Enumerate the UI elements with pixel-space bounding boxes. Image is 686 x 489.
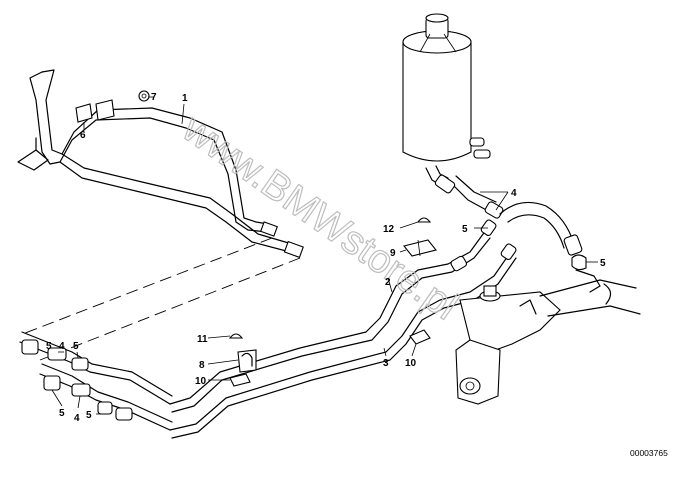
callout-7: 7 <box>151 92 157 103</box>
bracket-10-icon <box>409 329 431 345</box>
bracket-6-icon <box>75 103 93 128</box>
bracket-9-icon <box>403 239 437 257</box>
callout-10-right: 10 <box>405 358 417 369</box>
callout-1: 1 <box>182 93 188 104</box>
callout-4-top: 4 <box>511 188 517 199</box>
callout-5-lower-b: 5 <box>73 341 79 352</box>
callout-12: 12 <box>383 224 395 235</box>
reservoir-hoses <box>434 174 601 293</box>
leader-lines <box>51 96 598 415</box>
callout-5-lower-a: 5 <box>46 341 52 352</box>
nut-7-icon <box>138 90 154 102</box>
callout-11: 11 <box>197 334 208 345</box>
steering-gear-icon <box>455 279 641 405</box>
callout-4-lower-b: 4 <box>74 413 80 424</box>
callout-5-lower-d: 5 <box>86 410 92 421</box>
callout-5-top: 5 <box>462 224 468 235</box>
reservoir-icon <box>402 13 491 187</box>
part-number: 00003765 <box>630 448 668 458</box>
callout-8: 8 <box>199 360 205 371</box>
callout-5-right: 5 <box>600 258 606 269</box>
upper-return-line <box>17 69 304 259</box>
lower-hoses <box>19 331 173 431</box>
connection-dash-lines <box>19 237 301 361</box>
callout-5-lower-c: 5 <box>59 408 65 419</box>
clip-11-icon <box>228 333 244 339</box>
callout-6: 6 <box>80 130 86 141</box>
callout-2: 2 <box>385 277 391 288</box>
callout-4-lower-a: 4 <box>59 341 65 352</box>
clamp-8-icon <box>237 349 257 373</box>
callout-3: 3 <box>383 358 389 369</box>
bracket-10-left-icon <box>229 373 251 387</box>
callout-10-left: 10 <box>195 376 207 387</box>
clip-12-icon <box>416 217 432 223</box>
callout-9: 9 <box>390 248 396 259</box>
